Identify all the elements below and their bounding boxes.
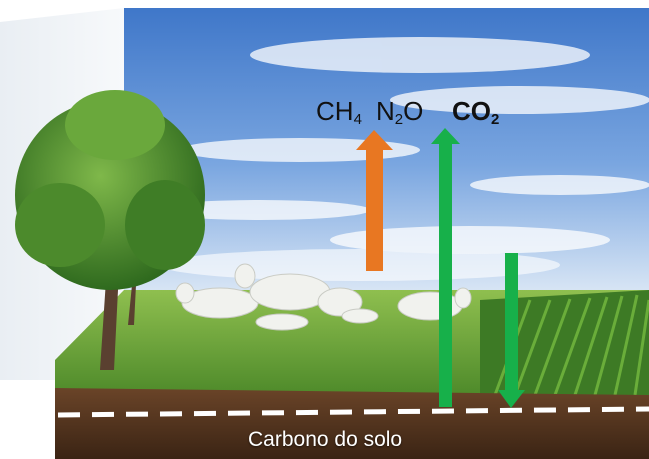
n2o-label: N2O bbox=[376, 96, 424, 128]
clouds bbox=[150, 37, 649, 281]
corn-crop-icon bbox=[480, 290, 649, 396]
tree-icon bbox=[15, 90, 205, 370]
soil-carbon-label: Carbono do solo bbox=[248, 428, 403, 451]
soil-block bbox=[55, 388, 649, 459]
co2-emission-arrow bbox=[431, 128, 460, 407]
ch4-label: CH4 bbox=[316, 96, 362, 128]
carbon-sequestration-arrow bbox=[498, 253, 525, 408]
emission-arrow bbox=[356, 130, 393, 271]
soil-boundary-dashed-line bbox=[57, 406, 649, 418]
co2-label: CO2 bbox=[452, 96, 500, 128]
